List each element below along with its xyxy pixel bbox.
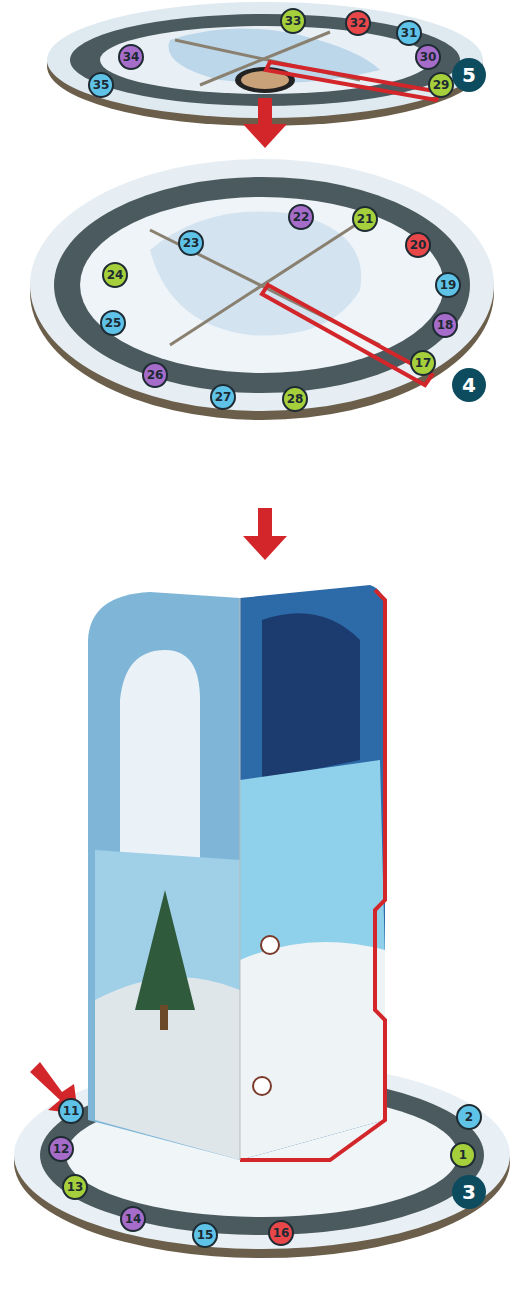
callout-text: 3 xyxy=(462,1180,476,1204)
space-number: 35 xyxy=(88,72,114,98)
space-number: 16 xyxy=(268,1220,294,1246)
callout-text: 5 xyxy=(462,63,476,87)
space-number: 24 xyxy=(102,262,128,288)
space-number: 22 xyxy=(288,204,314,230)
space-number: 13 xyxy=(62,1174,88,1200)
space-number: 30 xyxy=(415,44,441,70)
space-number: 32 xyxy=(345,10,371,36)
space-number: 14 xyxy=(120,1206,146,1232)
space-number: 34 xyxy=(118,44,144,70)
space-number: 20 xyxy=(405,232,431,258)
space-number: 11 xyxy=(58,1098,84,1124)
space-number: 26 xyxy=(142,362,168,388)
space-number: 27 xyxy=(210,384,236,410)
space-number: 17 xyxy=(410,350,436,376)
space-number: 28 xyxy=(282,386,308,412)
callout-number: 5 xyxy=(452,58,486,92)
space-number: 18 xyxy=(432,312,458,338)
space-number: 12 xyxy=(48,1136,74,1162)
callout-number: 3 xyxy=(452,1175,486,1209)
space-number: 2 xyxy=(456,1104,482,1130)
space-number: 19 xyxy=(435,272,461,298)
space-number: 29 xyxy=(428,72,454,98)
space-number: 33 xyxy=(280,8,306,34)
space-number: 31 xyxy=(396,20,422,46)
space-number: 1 xyxy=(450,1142,476,1168)
space-number: 21 xyxy=(352,206,378,232)
space-number: 15 xyxy=(192,1222,218,1248)
space-number: 23 xyxy=(178,230,204,256)
callout-number: 4 xyxy=(452,368,486,402)
callout-text: 4 xyxy=(462,373,476,397)
space-number: 25 xyxy=(100,310,126,336)
